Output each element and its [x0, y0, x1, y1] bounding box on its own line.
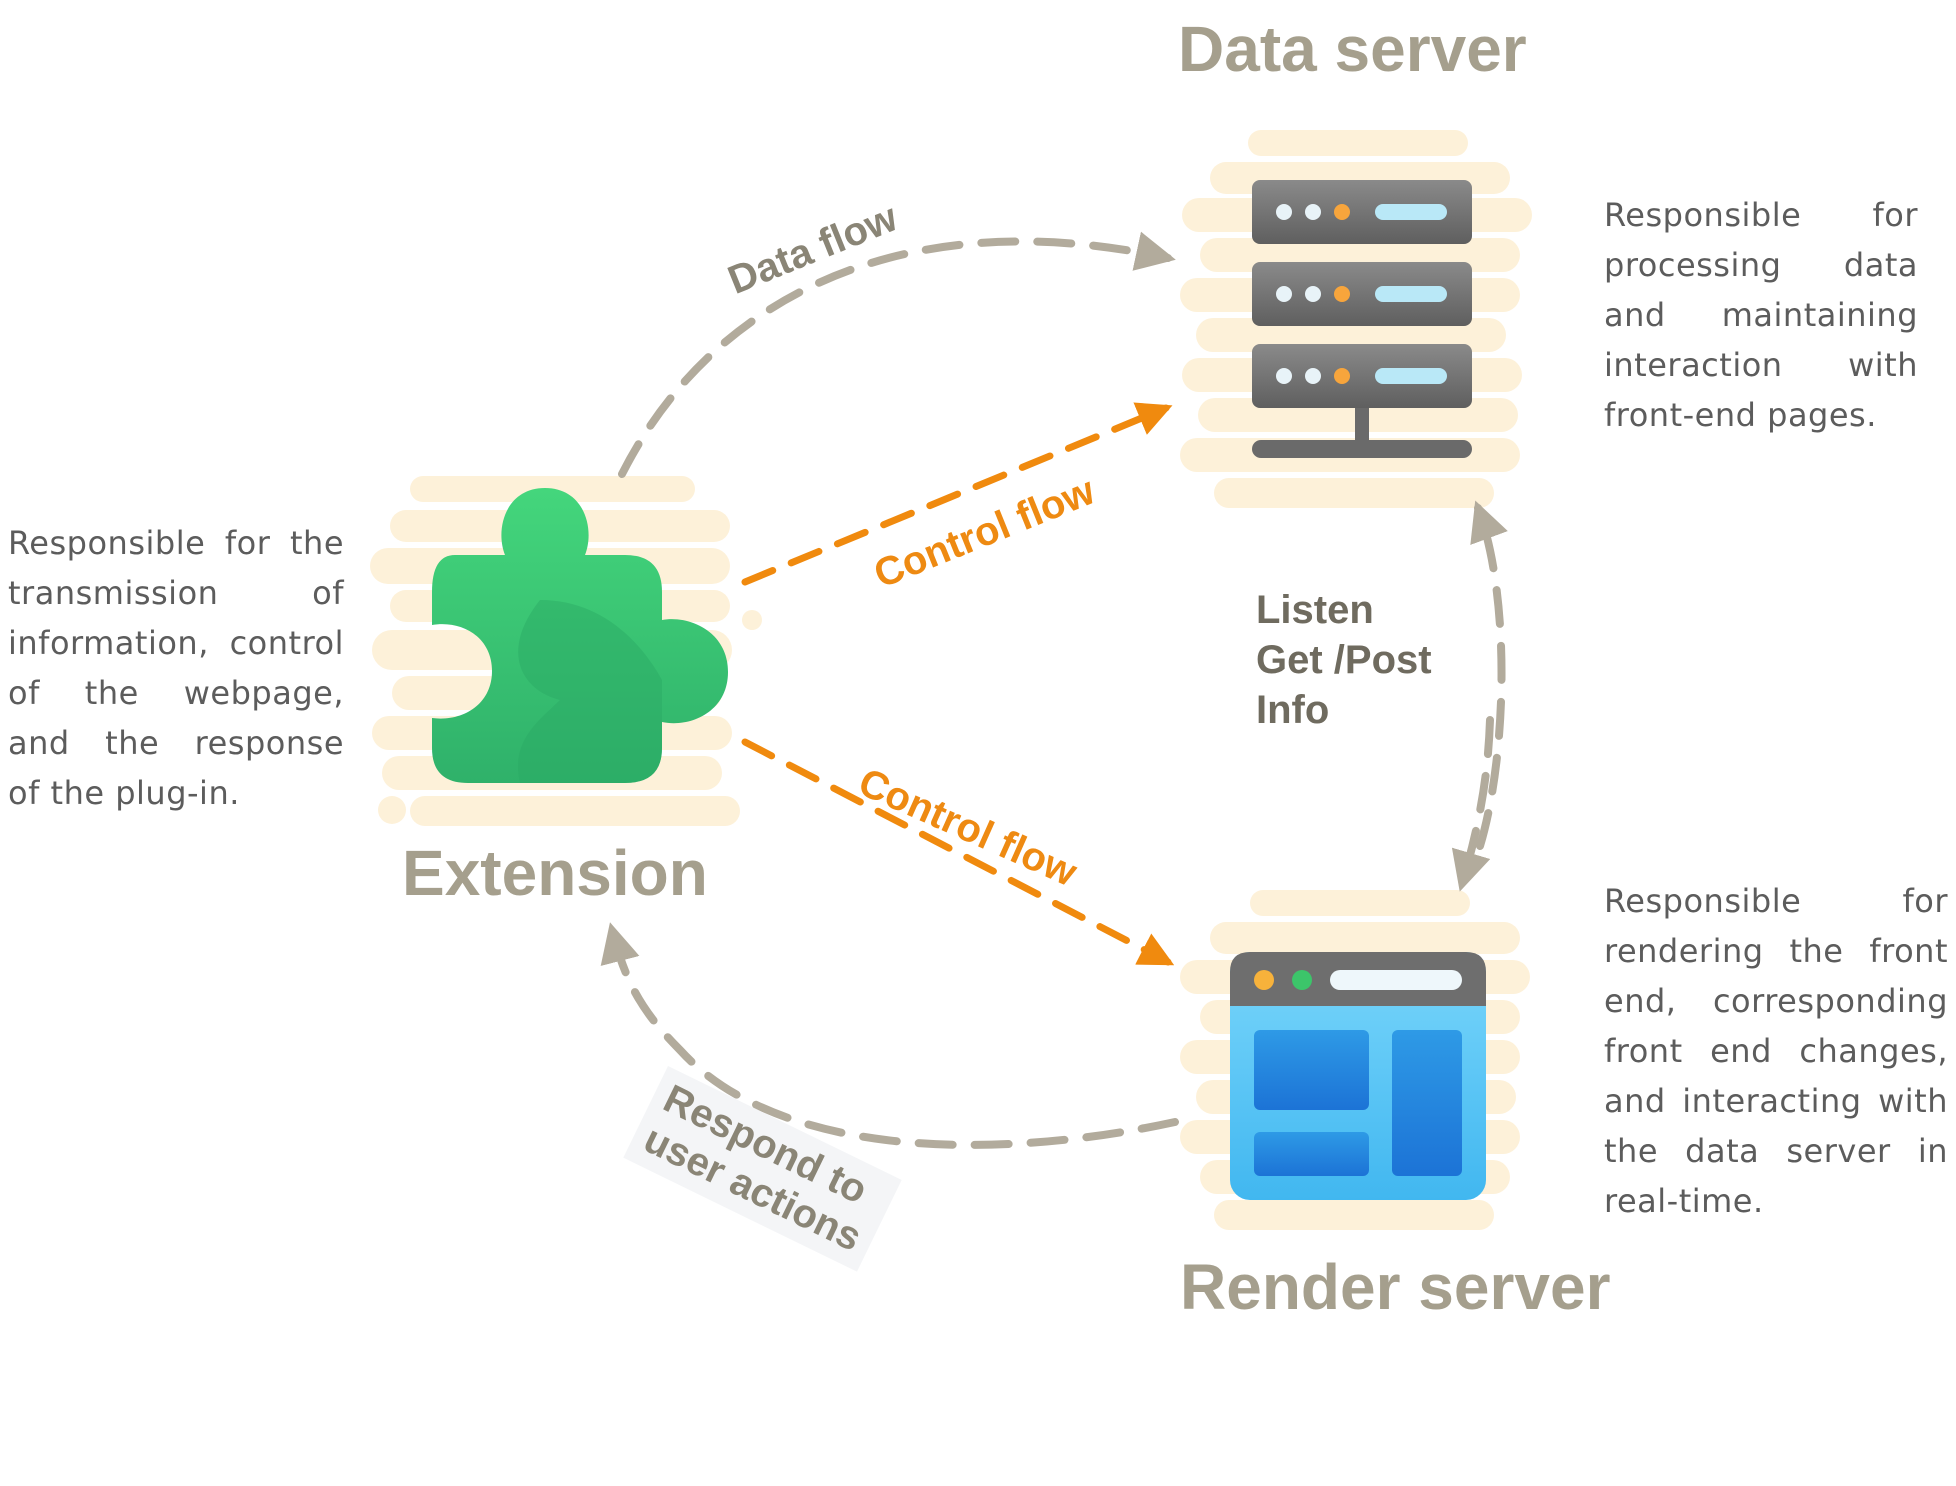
description-line: front-end pages. [1604, 396, 1877, 434]
description-line: processing data [1604, 246, 1918, 284]
data-server-title: Data server [1178, 13, 1527, 85]
extension-title: Extension [402, 837, 708, 909]
description-line: of the webpage, [8, 674, 344, 712]
description-line: and the response [8, 724, 344, 762]
listen-arrow-to-data-server [1470, 500, 1508, 850]
description-line: front end changes, [1604, 1032, 1948, 1070]
data-server-description: Responsible for processing data and main… [1604, 190, 1918, 440]
data-flow-arrow [618, 231, 1176, 478]
listen-line: Listen [1256, 588, 1374, 632]
description-line: interaction with [1604, 346, 1918, 384]
control-flow-arrow-to-data-server [741, 402, 1173, 586]
control-flow-arrow-to-render-server [741, 738, 1175, 966]
description-line: and interacting with [1604, 1082, 1948, 1120]
render-server-title: Render server [1180, 1251, 1611, 1323]
server-rack-icon [1252, 180, 1472, 458]
description-line: Responsible for the [8, 524, 344, 562]
description-line: of the plug-in. [8, 774, 240, 812]
description-line: end, corresponding [1604, 982, 1948, 1020]
render-server-description: Responsible for rendering the front end,… [1604, 876, 1948, 1226]
extension-description: Responsible for the transmission of info… [8, 518, 344, 818]
listen-arrow-to-render-server [1451, 716, 1494, 892]
description-line: real-time. [1604, 1182, 1764, 1220]
description-line: the data server in [1604, 1132, 1948, 1170]
description-line: and maintaining [1604, 296, 1918, 334]
puzzle-icon [432, 488, 728, 783]
listen-line: Get /Post [1256, 638, 1432, 682]
description-line: transmission of [8, 574, 344, 612]
description-line: information, control [8, 624, 344, 662]
listen-label: Listen Get /Post Info [1256, 585, 1432, 735]
description-line: Responsible for [1604, 882, 1948, 920]
listen-line: Info [1256, 688, 1330, 732]
browser-window-icon [1230, 952, 1486, 1200]
description-line: Responsible for [1604, 196, 1918, 234]
respond-arrow [600, 922, 1179, 1149]
description-line: rendering the front [1604, 932, 1948, 970]
